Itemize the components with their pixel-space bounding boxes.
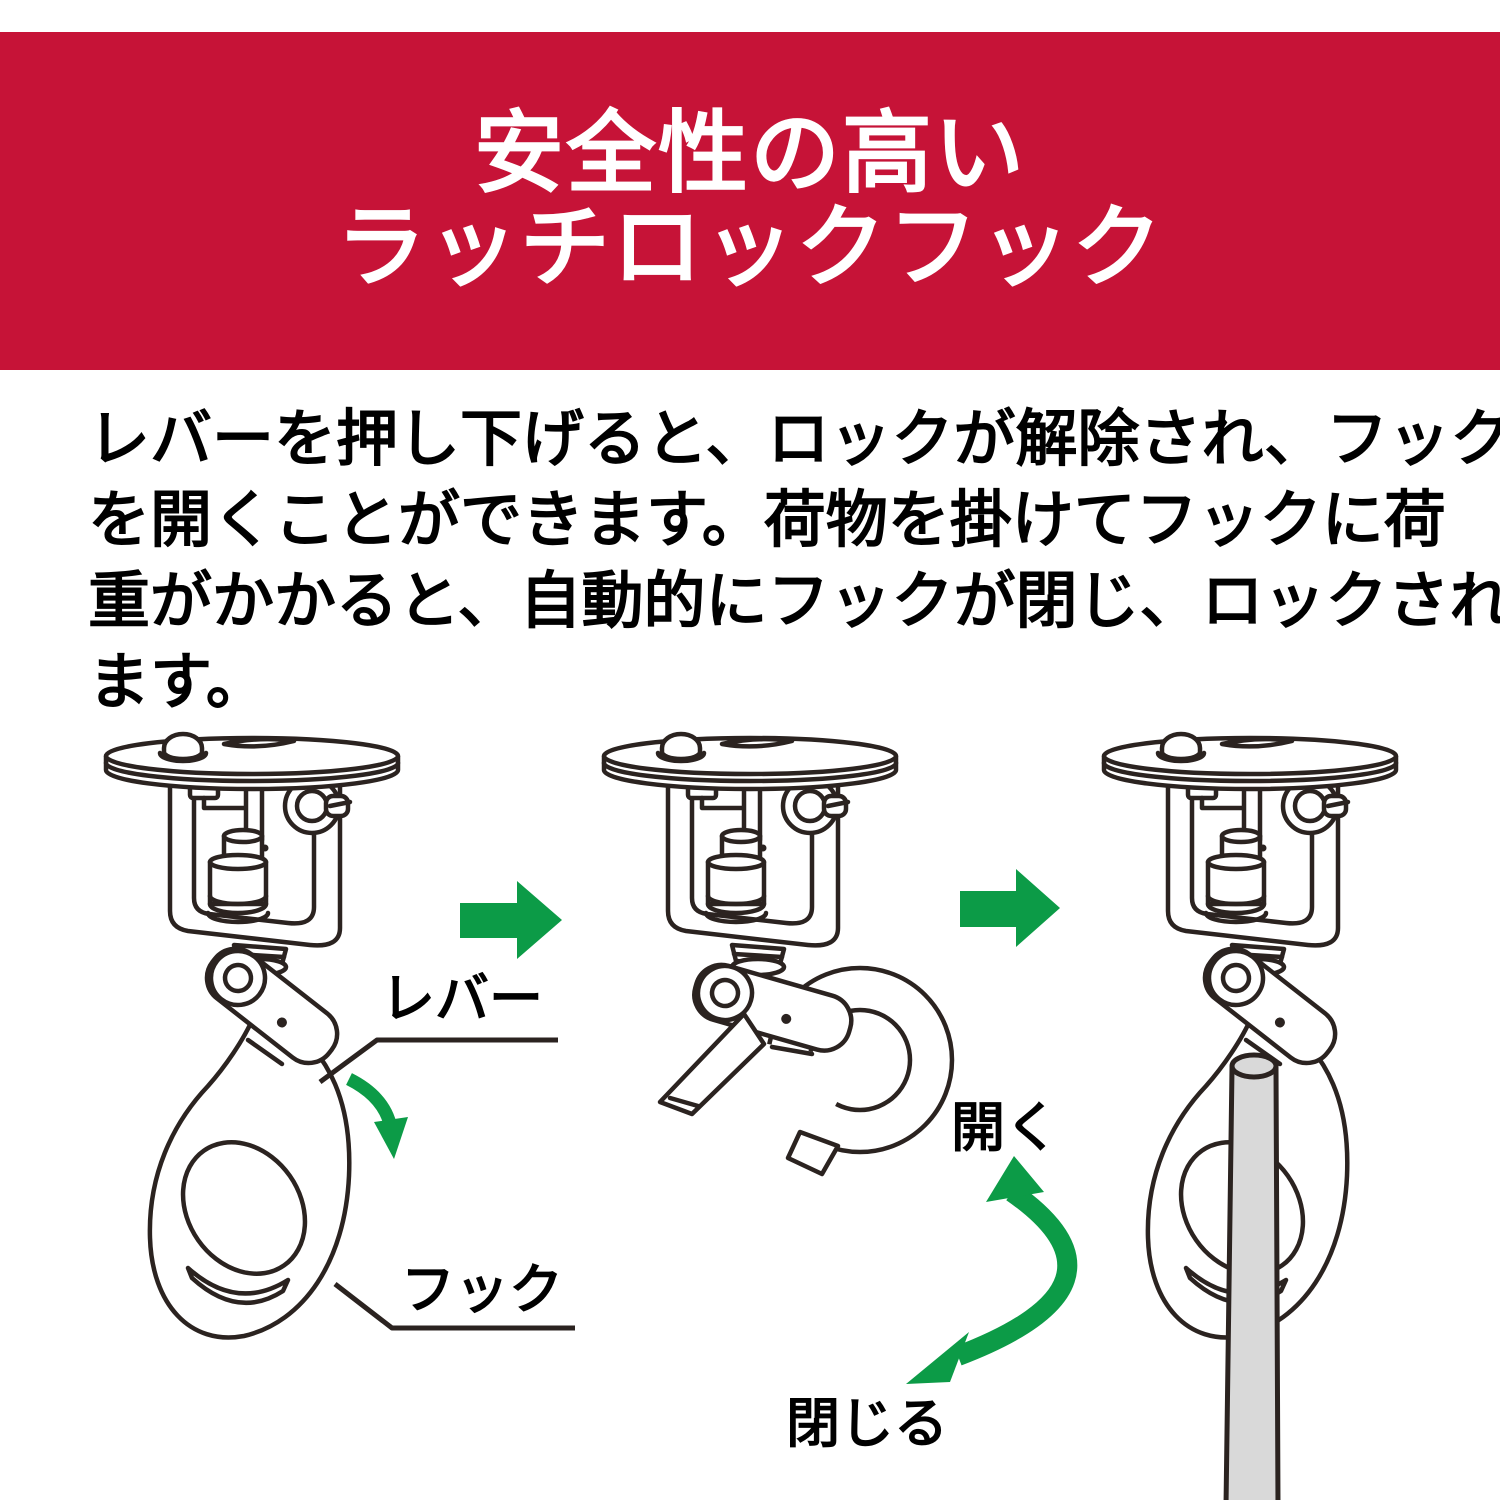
lever-press-arrow-icon [345, 1073, 408, 1159]
open-close-arrow-icon [906, 1156, 1078, 1384]
banner: 安全性の高い ラッチロックフック [0, 32, 1500, 370]
transition-arrow-1-icon [460, 881, 562, 959]
closed-hook [150, 938, 349, 1337]
swivel-mount [106, 734, 398, 975]
description-line: レバーを押し下げると、ロックが解除され、フック [88, 402, 1500, 475]
description-line: 重がかかると、自動的にフックが閉じ、ロックされ [88, 564, 1500, 637]
hook-diagram [0, 690, 1500, 1500]
label-lever: レバー [381, 967, 543, 1030]
swivel-mount [1104, 734, 1396, 975]
swivel-mount [604, 734, 896, 975]
transition-arrow-2-icon [960, 869, 1060, 947]
hook-step-1-closed [106, 734, 398, 1337]
description: レバーを押し下げると、ロックが解除され、フック を開くことができます。荷物を掛け… [88, 398, 1500, 722]
hook-step-3-loaded [1104, 734, 1396, 1500]
description-line: ます。 [88, 645, 268, 718]
description-line: を開くことができます。荷物を掛けてフックに荷 [88, 483, 1446, 556]
banner-title-line2: ラッチロックフック [336, 195, 1164, 300]
label-close: 閉じる [786, 1392, 948, 1455]
sling-strap [1223, 1052, 1281, 1500]
lever-leader-line [318, 1037, 558, 1085]
label-open: 開く [951, 1096, 1059, 1159]
hook-step-2-open [604, 734, 952, 1226]
open-hook [660, 959, 952, 1226]
label-hook: フック [401, 1258, 563, 1321]
hook-leader-line [333, 1282, 575, 1331]
banner-title-line1: 安全性の高い [474, 101, 1026, 206]
